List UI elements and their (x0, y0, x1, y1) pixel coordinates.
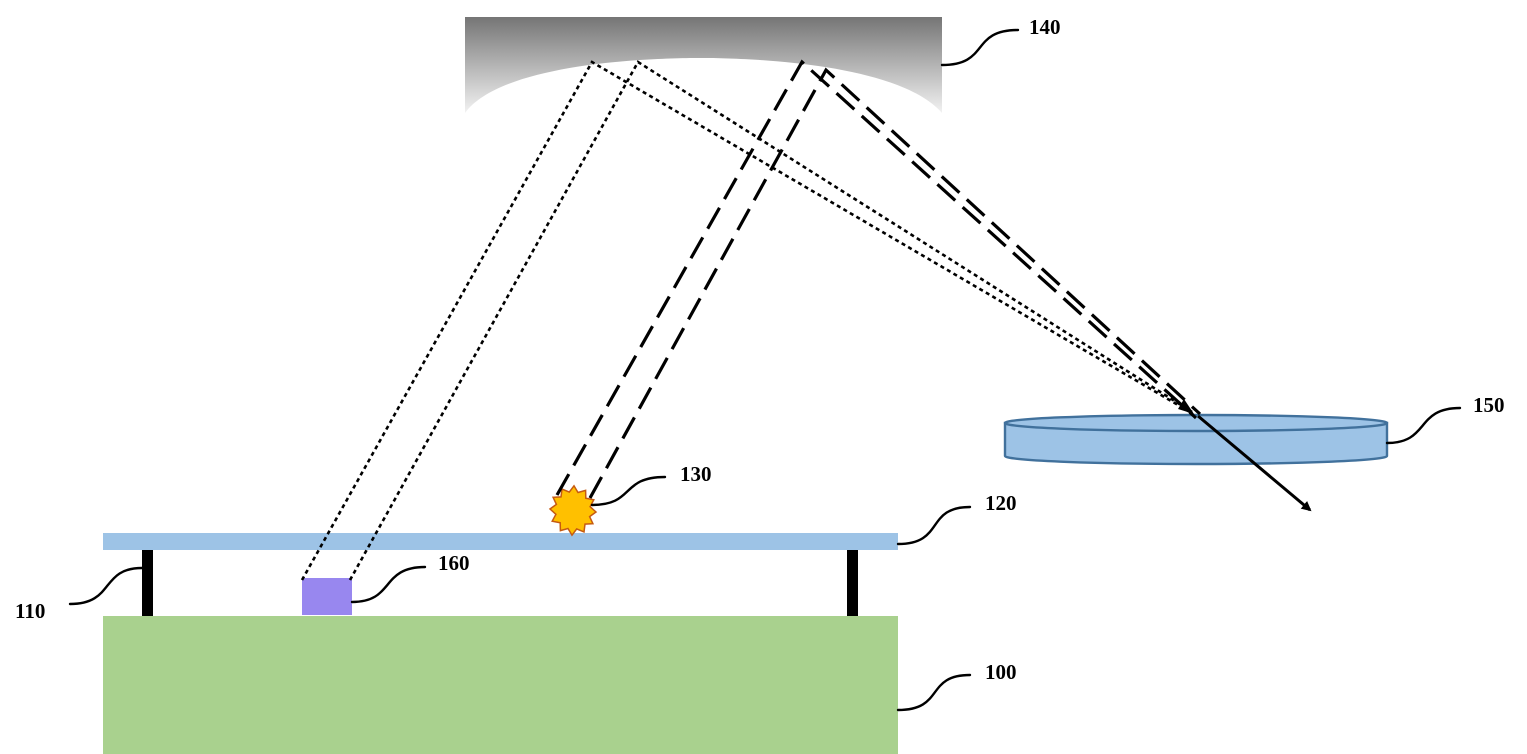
dotted-ray-2 (348, 60, 1193, 581)
label-160: 160 (438, 551, 470, 575)
leader-160 (350, 565, 427, 604)
marker-block (302, 578, 352, 615)
output-arrow (1197, 414, 1312, 512)
lens-disk (1003, 413, 1389, 466)
leader-140 (940, 28, 1020, 67)
label-150: 150 (1473, 393, 1505, 417)
dashed-ray-2 (588, 67, 1202, 499)
leader-150 (1385, 406, 1462, 445)
transparent-plate (103, 533, 898, 550)
leader-130 (590, 475, 667, 507)
concave-mirror (465, 17, 942, 113)
label-100: 100 (985, 660, 1017, 684)
dotted-ray-arrowhead (1178, 399, 1194, 414)
dotted-ray-1 (300, 60, 1191, 581)
label-120: 120 (985, 491, 1017, 515)
label-110: 110 (15, 599, 45, 623)
support-left (142, 550, 153, 616)
leader-120 (896, 505, 972, 546)
base-block (103, 616, 898, 754)
leader-100 (896, 673, 972, 712)
support-right (847, 550, 858, 616)
leader-110 (68, 566, 144, 606)
dashed-ray-1 (555, 59, 1198, 496)
light-source-burst (548, 484, 598, 537)
label-140: 140 (1029, 15, 1061, 39)
label-130: 130 (680, 462, 712, 486)
